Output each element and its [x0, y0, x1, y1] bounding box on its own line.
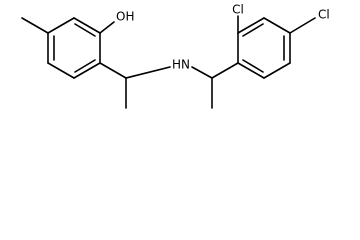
double-bond	[242, 23, 264, 37]
bond	[211, 62, 239, 79]
bond	[47, 17, 75, 34]
double-bond	[74, 59, 96, 73]
bond	[237, 17, 265, 34]
phenol-ring	[47, 17, 101, 79]
hydroxyl-label: OH	[116, 10, 134, 24]
molecule-diagram: OH HN Cl Cl	[21, 3, 330, 109]
bond	[191, 66, 213, 79]
bond	[73, 62, 101, 79]
methyl-bond	[21, 17, 49, 34]
bond	[263, 62, 291, 79]
chloro-para-label: Cl	[318, 8, 330, 22]
bond	[237, 62, 265, 79]
bond	[47, 62, 75, 79]
amine-label: HN	[172, 58, 190, 72]
chloro-ortho-label: Cl	[232, 3, 244, 17]
bond	[73, 17, 101, 34]
double-bond	[74, 23, 96, 37]
bond	[125, 66, 171, 79]
hydroxyl-bond	[99, 21, 115, 34]
chloro-bond	[289, 17, 316, 34]
bond	[99, 62, 127, 79]
double-bond	[242, 59, 264, 73]
bond	[263, 17, 291, 34]
dichlorophenyl-ring	[237, 17, 291, 79]
